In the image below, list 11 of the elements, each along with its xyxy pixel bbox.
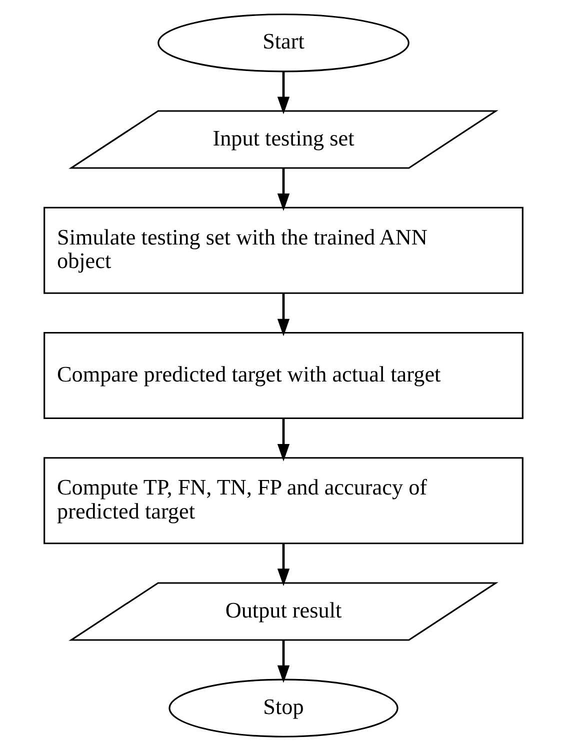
- arrow: [277, 72, 290, 114]
- node-box: Simulate testing set with the trained ANN object: [44, 206, 524, 294]
- arrow: [277, 293, 290, 336]
- arrow: [277, 418, 290, 462]
- arrow: [277, 544, 290, 586]
- node-ellipse: Start: [158, 14, 410, 72]
- node-box: Compute TP, FN, TN, FP and accuracy of predicted target: [44, 457, 524, 544]
- node-ellipse: Stop: [168, 678, 398, 738]
- node-box: Compare predicted target with actual target: [44, 332, 524, 420]
- arrow: [277, 168, 290, 211]
- arrow: [277, 640, 290, 683]
